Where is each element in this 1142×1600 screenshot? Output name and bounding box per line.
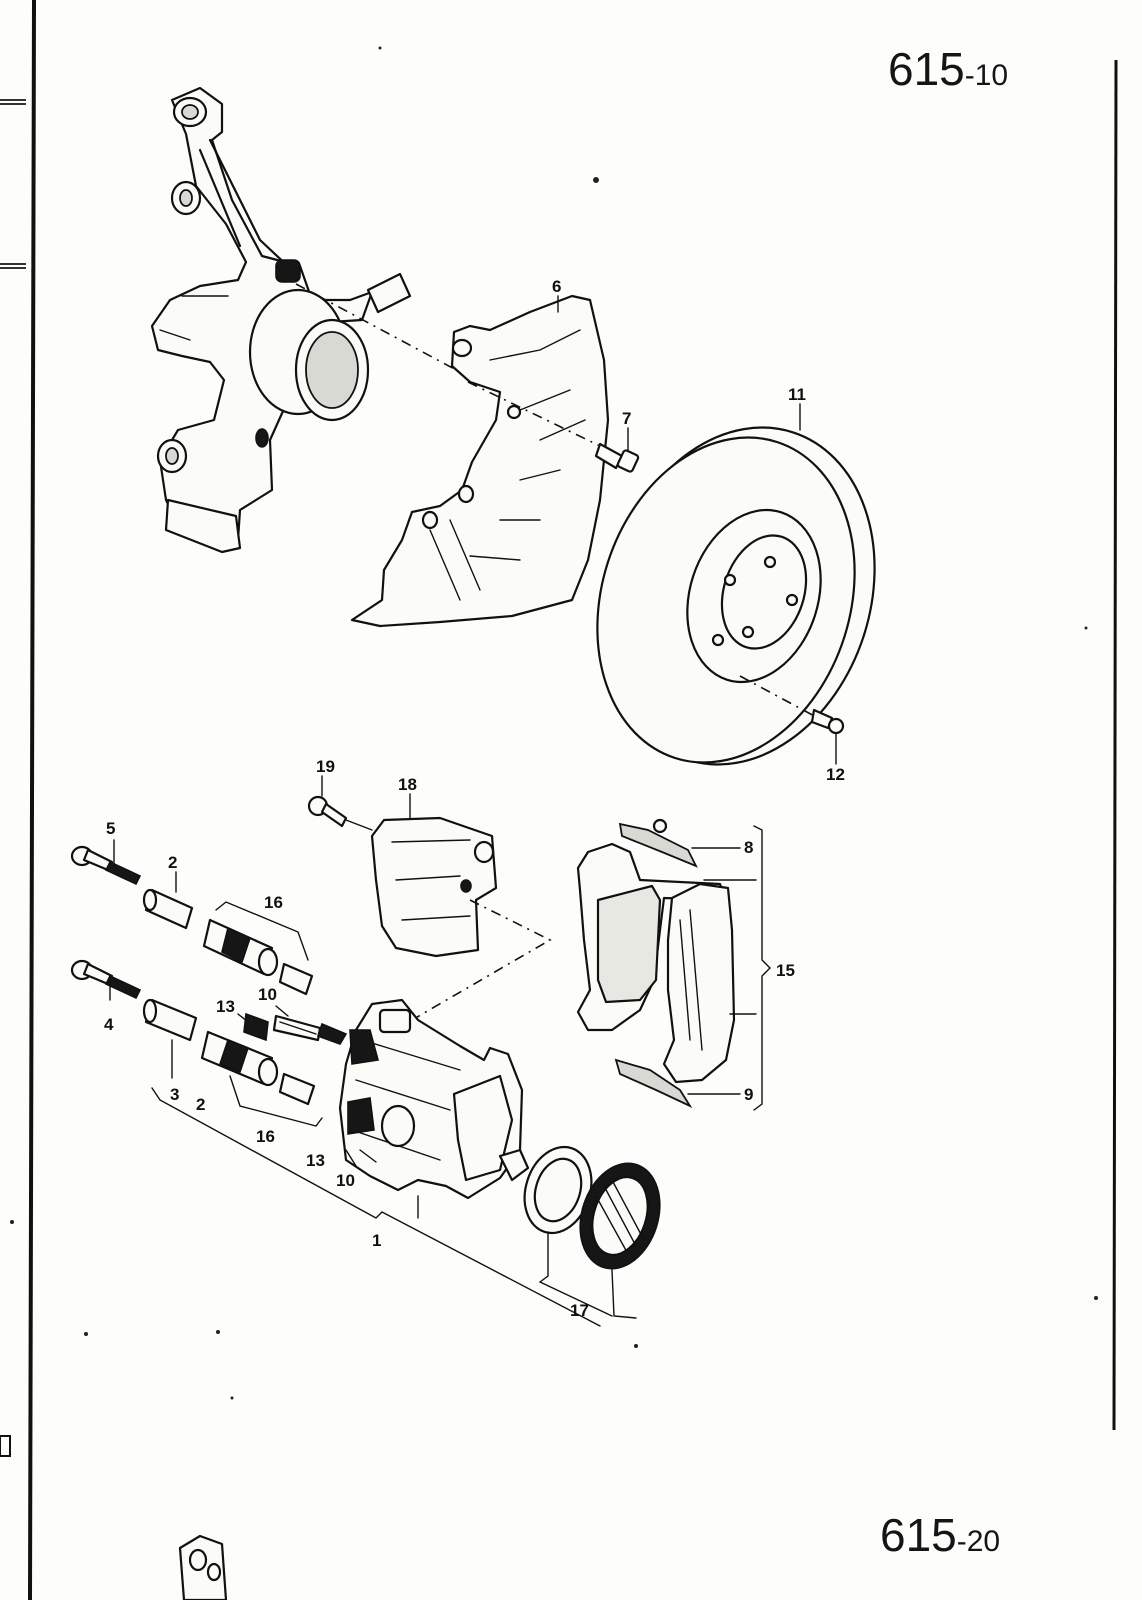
guide-sleeve-lower [142, 998, 198, 1042]
axis-line-knuckle [295, 283, 461, 373]
scan-borders [0, 0, 1118, 1600]
dust-cap-13 [243, 1012, 269, 1042]
bushing-kit-upper [202, 918, 314, 996]
callout-11: 11 [788, 385, 806, 404]
callout-13-lower: 13 [306, 1151, 325, 1170]
callout-3: 3 [170, 1085, 179, 1104]
caliper-cover-18 [370, 816, 552, 1021]
callout-16-lower: 16 [256, 1127, 275, 1146]
callout-8: 8 [744, 838, 753, 857]
splash-shield [350, 294, 610, 628]
guide-bolt-5 [70, 845, 142, 886]
callout-labels: 1 2 2 3 4 5 6 7 8 9 10 10 11 12 13 13 15… [104, 277, 845, 1320]
callout-13-upper: 13 [216, 997, 235, 1016]
callout-6: 6 [552, 277, 561, 296]
guide-bolt-4 [70, 959, 142, 1000]
callout-2-lower: 2 [196, 1095, 205, 1114]
callout-1: 1 [372, 1231, 381, 1250]
guide-sleeve-upper [142, 888, 194, 930]
callout-2-upper: 2 [168, 853, 177, 872]
brake-disc [596, 426, 876, 766]
screw-12 [739, 675, 845, 735]
page-number-top-suffix: -10 [964, 59, 1009, 92]
bolt-7 [467, 381, 640, 473]
leader-lines [109, 295, 837, 1327]
callout-5: 5 [106, 819, 115, 838]
callout-19: 19 [316, 757, 335, 776]
callout-10-lower: 10 [336, 1171, 355, 1190]
bleeder-valve-10 [272, 1014, 348, 1045]
caliper-housing [338, 998, 530, 1200]
callout-18: 18 [398, 775, 417, 794]
page-number-bottom-main: 615 [880, 1509, 957, 1561]
page-number-top: 615-10 [888, 42, 1008, 96]
next-diagram-fragment [178, 1534, 228, 1600]
callout-15: 15 [776, 961, 795, 980]
callout-17: 17 [570, 1301, 589, 1320]
page-number-top-main: 615 [888, 43, 965, 95]
page-number-bottom-suffix: -20 [956, 1525, 1001, 1558]
callout-10-upper: 10 [258, 985, 277, 1004]
scan-specks [10, 46, 1098, 1400]
bushing-kit-lower [200, 1030, 316, 1106]
steering-knuckle [150, 86, 412, 554]
bolt-19 [307, 795, 373, 831]
caliper-piston [579, 1162, 661, 1270]
callout-16-upper: 16 [264, 893, 283, 912]
callout-7: 7 [622, 409, 631, 428]
page-number-bottom: 615-20 [880, 1508, 1000, 1562]
callout-9: 9 [744, 1085, 753, 1104]
callout-12: 12 [826, 765, 845, 784]
brake-pad-set [576, 818, 771, 1111]
callout-4: 4 [104, 1015, 114, 1034]
